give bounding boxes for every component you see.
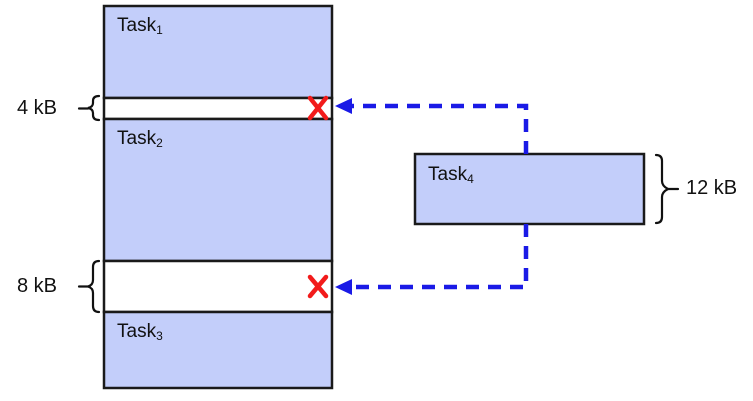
cross-icon-8kb <box>307 274 329 299</box>
memory-hole-8kb <box>102 259 334 314</box>
memory-block-task3 <box>102 310 334 390</box>
size-label-12kb: 12 kB <box>686 177 738 199</box>
memory-block-task2 <box>102 117 334 263</box>
size-label-8kb: 8 kB <box>17 275 58 297</box>
cross-icon-4kb <box>307 95 329 121</box>
memory-block-task1-label: Task1 <box>117 15 163 37</box>
memory-block-task2-label: Task2 <box>117 128 163 150</box>
incoming-block-task4 <box>413 152 646 226</box>
arrow-path-to-8kb <box>349 224 529 290</box>
brace-12kb <box>654 153 671 225</box>
memory-block-task1 <box>102 4 334 100</box>
brace-8kb <box>84 259 101 314</box>
memory-hole-4kb <box>102 96 334 121</box>
arrow-head-to-8kb <box>335 279 352 295</box>
brace-4kb <box>87 94 101 122</box>
arrow-head-to-4kb <box>335 98 352 114</box>
memory-block-task3-label: Task3 <box>117 321 163 343</box>
arrow-path-to-4kb <box>349 103 529 154</box>
size-label-4kb: 4 kB <box>17 97 58 119</box>
incoming-block-task4-label: Task4 <box>428 164 474 186</box>
